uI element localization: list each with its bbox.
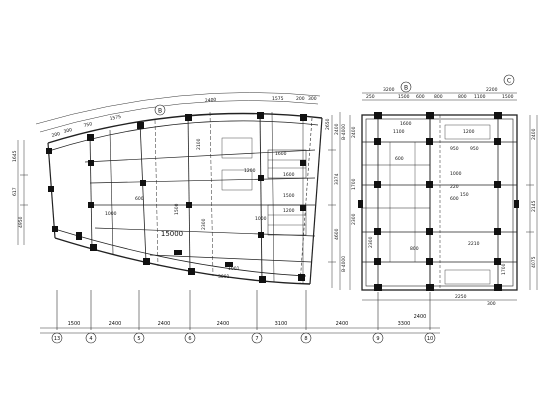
left-block-dimension-lines (17, 92, 341, 290)
left-tick-note: B-4000 (341, 256, 347, 272)
bottom-axis (40, 290, 440, 334)
right-block-labels: B C 250 3200 1500 600 800 800 1100 2200 … (351, 74, 537, 307)
grid-bubble-label: 5 (137, 336, 140, 342)
left-span-label: 15000 (161, 230, 183, 238)
left-inner-dim: 1000 (255, 216, 267, 222)
right-top-dim: 3200 (383, 87, 395, 93)
left-left-dim: 4950 (18, 216, 24, 228)
right-inner-dim: 600 (450, 196, 459, 202)
left-top-dim: 750 (83, 121, 93, 129)
axis-dim: 2400 (109, 321, 122, 327)
axis-dim: 2400 (414, 314, 427, 320)
right-right-dim: 4075 (531, 256, 537, 268)
grid-bubble-label: 13 (54, 336, 60, 342)
left-inner-dim: 600 (135, 196, 144, 202)
left-inner-dim: 1500 (283, 193, 295, 199)
left-top-dim: 200 (51, 131, 61, 139)
right-right-dim: 2400 (531, 128, 537, 140)
left-tick-note: B-4000 (341, 124, 347, 140)
right-grid-tag-c: C (507, 78, 511, 85)
right-top-dim: 250 (366, 94, 375, 100)
left-inner-dim: 2100 (196, 138, 202, 150)
bottom-axis-dims: 1500 2400 2400 2400 3100 2400 3300 2400 (68, 314, 427, 327)
right-left-dim: 2400 (351, 126, 357, 138)
axis-dim: 3300 (398, 321, 411, 327)
left-left-dim: 617 (12, 187, 18, 196)
right-inner-dim: 1700 (501, 263, 507, 275)
left-left-dim: 1645 (12, 150, 18, 162)
left-top-dim: 300 (308, 96, 317, 102)
left-right-dim: 2400 (334, 123, 340, 135)
left-top-dim: 2400 (205, 97, 217, 104)
axis-dim: 2400 (336, 321, 349, 327)
left-inner-dim: 1600 (283, 172, 295, 178)
left-top-dim: 200 (296, 96, 305, 102)
axis-dim: 2400 (158, 321, 171, 327)
right-inner-dim: 150 (460, 192, 469, 198)
bottom-grid-bubbles: 13 4 5 6 7 8 9 10 (51, 332, 436, 344)
right-inner-dim: 950 (470, 146, 479, 152)
right-top-dim: 1500 (502, 94, 514, 100)
left-block-labels: B 15000 200 300 750 1575 2400 1575 200 3… (12, 96, 347, 280)
right-bottom-dim: 300 (487, 301, 496, 307)
grid-bubble-label: 10 (427, 336, 433, 342)
right-bottom-dim: 2250 (455, 294, 467, 300)
right-inner-dim: 600 (395, 156, 404, 162)
right-inner-dim: 1600 (400, 121, 412, 127)
right-top-dim: 1100 (474, 94, 486, 100)
right-top-dim: 600 (416, 94, 425, 100)
grid-bubble-label: 8 (304, 336, 307, 342)
left-inner-dim: 1600 (275, 151, 287, 157)
left-inner-dim: 3091 (218, 274, 230, 280)
right-inner-dim: 1000 (450, 171, 462, 177)
axis-dim: 3100 (275, 321, 288, 327)
left-top-dim: 300 (63, 127, 73, 135)
grid-bubble-label: 9 (376, 336, 379, 342)
left-grid-tag-b: B (158, 108, 162, 115)
right-inner-dim: 800 (410, 246, 419, 252)
right-top-dim: 800 (434, 94, 443, 100)
axis-dim: 2400 (217, 321, 230, 327)
right-top-dim: 2200 (486, 87, 498, 93)
left-right-dim: 3374 (334, 173, 340, 185)
grid-bubble-label: 4 (89, 336, 92, 342)
right-block-dimension-lines (349, 92, 538, 301)
right-left-dim: 2300 (351, 213, 357, 225)
axis-dim: 1500 (68, 321, 81, 327)
right-right-dim: 2145 (531, 200, 537, 212)
left-right-dim: 2650 (325, 118, 331, 130)
left-inner-dim: 1200 (244, 168, 256, 174)
right-inner-dim: 220 (450, 184, 459, 190)
left-top-dim: 1575 (272, 96, 284, 102)
right-inner-dim: 950 (450, 146, 459, 152)
right-inner-dim: 2300 (368, 236, 374, 248)
left-inner-dim: 1000 (105, 211, 117, 217)
left-inner-dim: 2300 (201, 218, 207, 230)
right-left-dim: 1700 (351, 178, 357, 190)
grid-bubble-label: 6 (188, 336, 191, 342)
grid-bubble-label: 7 (255, 336, 258, 342)
left-block-columns (46, 112, 307, 283)
right-inner-dim: 1100 (393, 129, 405, 135)
right-grid-tag-b: B (404, 85, 408, 92)
right-top-dim: 800 (458, 94, 467, 100)
left-top-dim: 1575 (109, 114, 122, 122)
right-inner-dim: 2210 (468, 241, 480, 247)
right-inner-dim: 1200 (463, 129, 475, 135)
left-block (47, 111, 323, 285)
left-inner-dim: 1500 (174, 203, 180, 215)
right-block-columns (358, 112, 519, 291)
left-right-dim: 4600 (334, 228, 340, 240)
left-inner-dim: 1001 (228, 266, 240, 272)
left-inner-dim: 1200 (283, 208, 295, 214)
right-top-dim: 1500 (398, 94, 410, 100)
